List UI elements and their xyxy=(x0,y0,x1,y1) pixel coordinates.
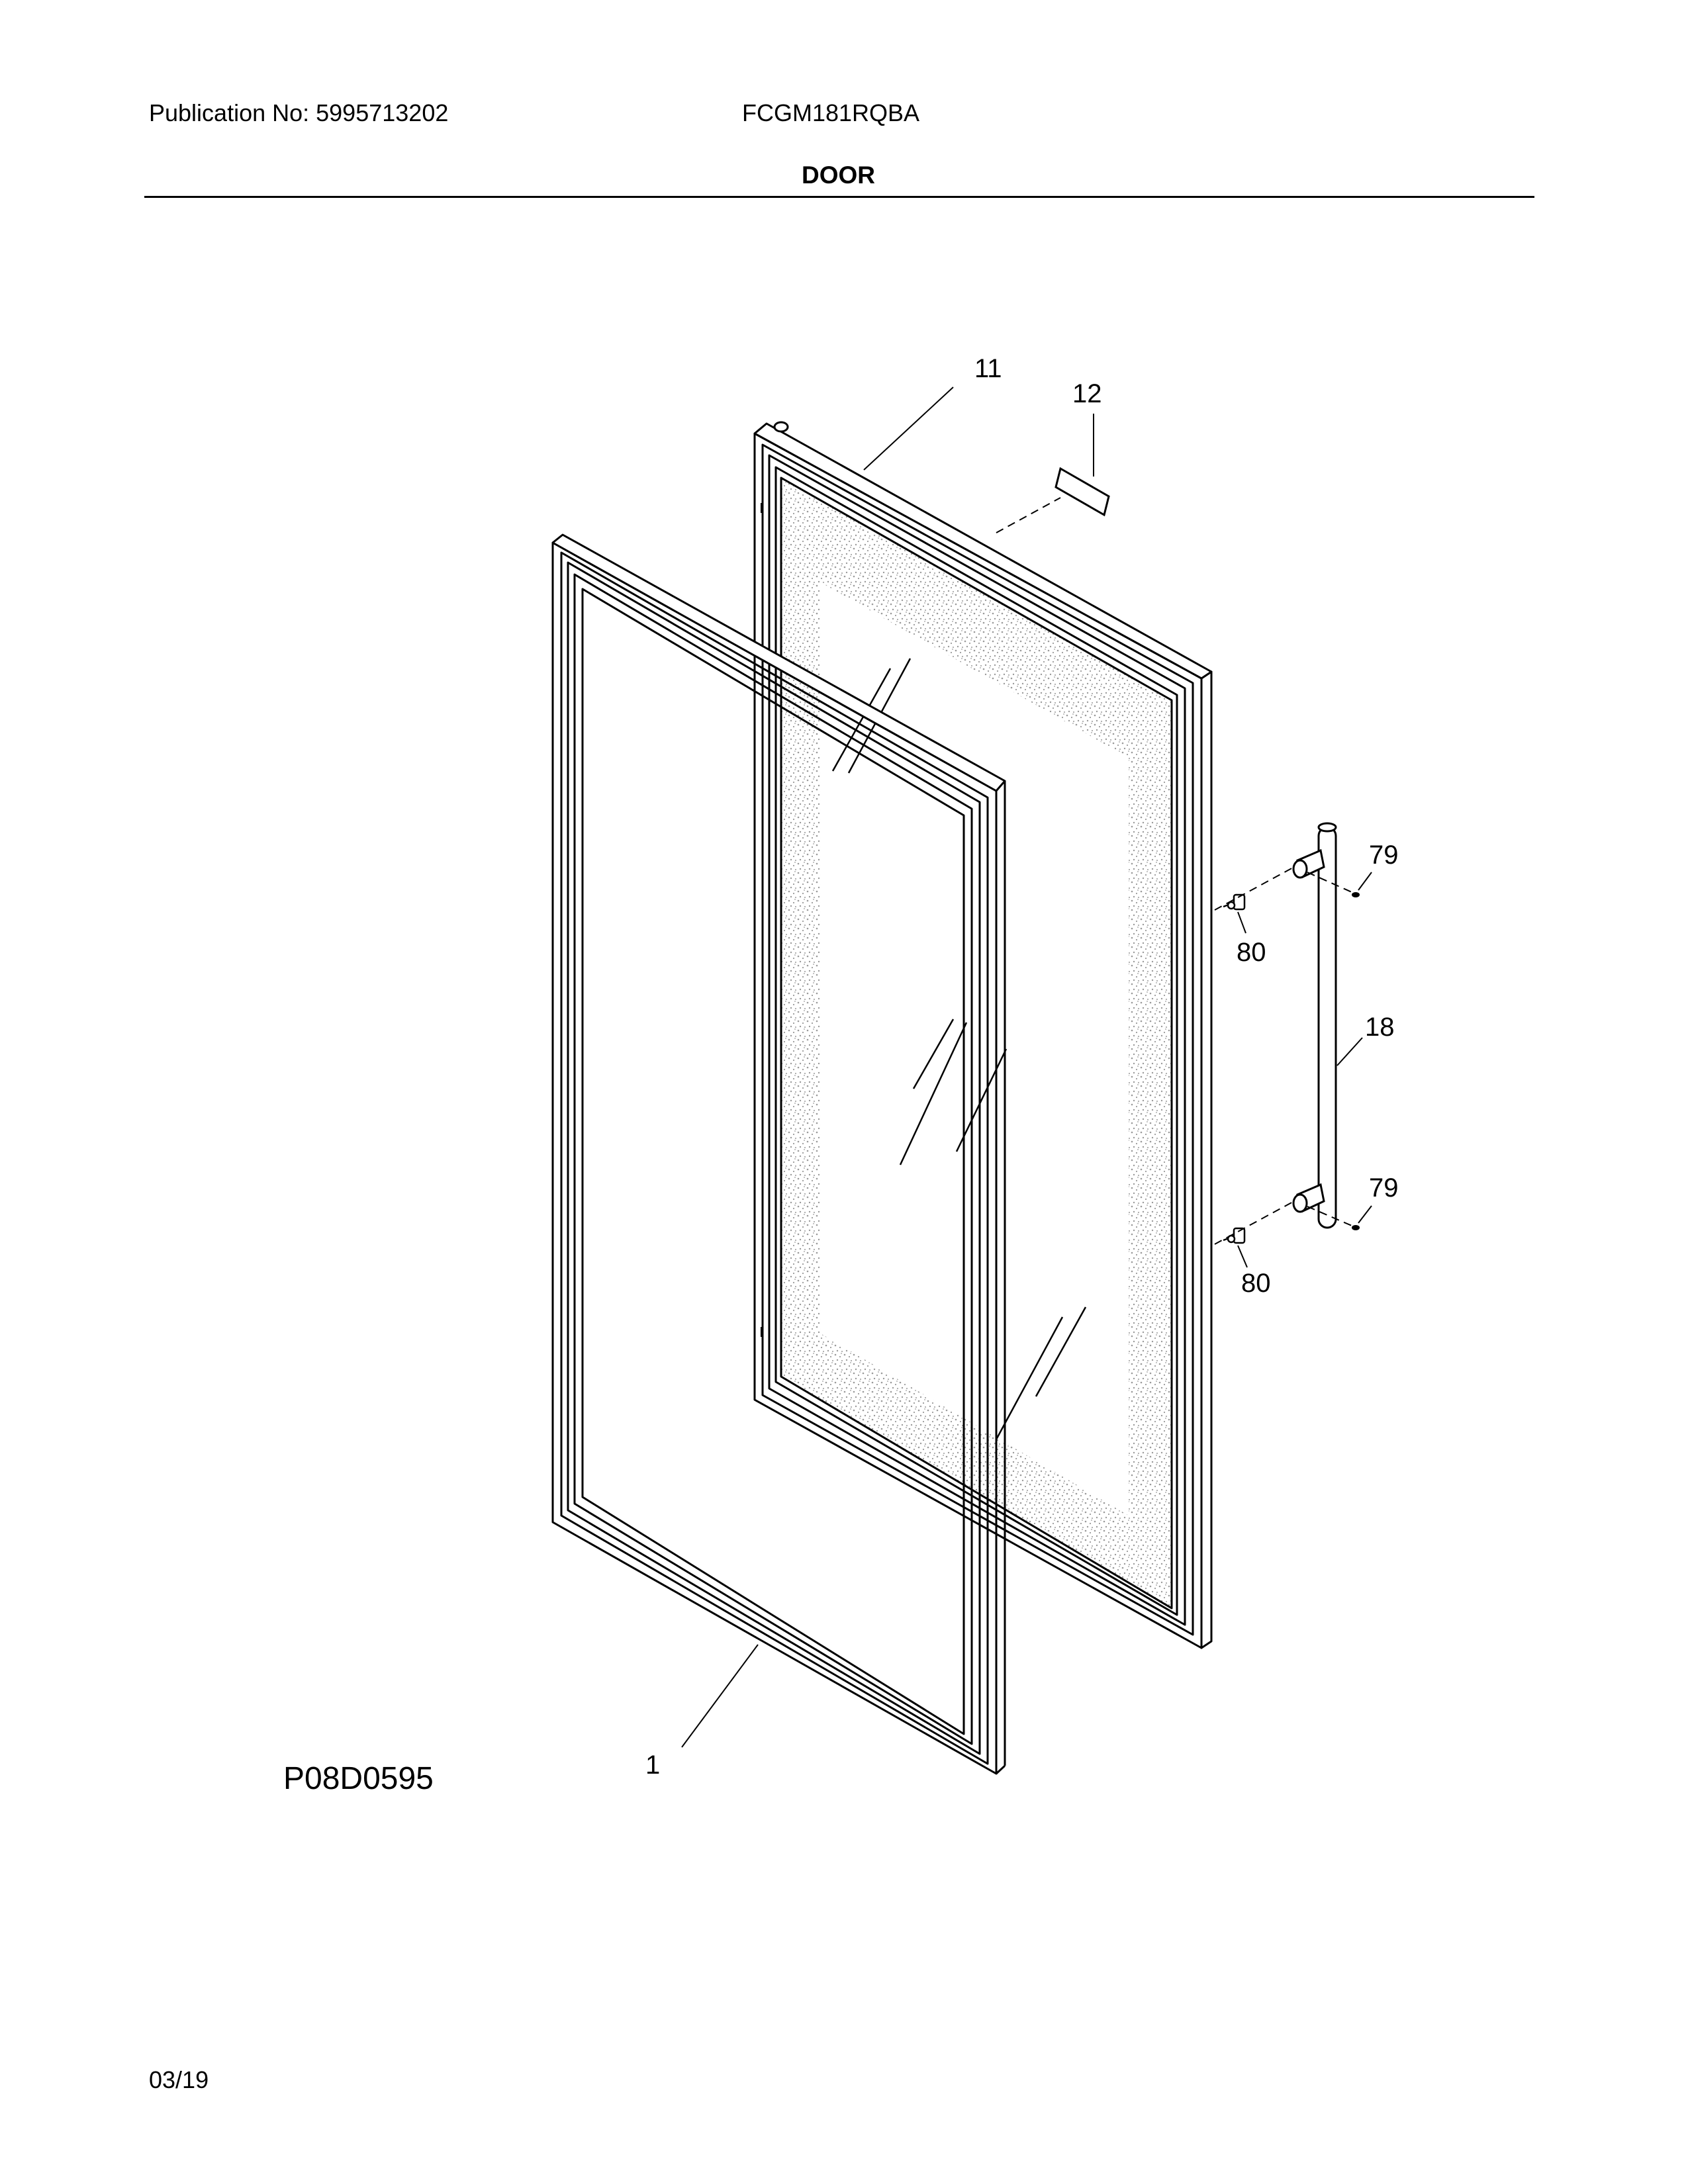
plug-upper xyxy=(1352,892,1360,897)
door-glass-clear-area xyxy=(821,582,1129,1516)
gasket-ring-2 xyxy=(567,561,981,1755)
callout-18: 18 xyxy=(1365,1013,1395,1042)
callout-leader-lines xyxy=(681,387,1372,1748)
section-title: DOOR xyxy=(802,161,875,189)
door-top-edge xyxy=(753,422,1213,680)
callout-1: 1 xyxy=(645,1751,660,1780)
callout-11: 11 xyxy=(974,354,1002,383)
callout-80-lower: 80 xyxy=(1241,1269,1271,1298)
callout-79-upper: 79 xyxy=(1369,841,1399,870)
assembly-guide-lines xyxy=(996,497,1352,1245)
header-divider xyxy=(144,196,1534,198)
screw-upper xyxy=(1223,893,1246,911)
diagram-code: P08D0595 xyxy=(283,1761,434,1796)
plug-lower xyxy=(1352,1225,1360,1230)
model-number: FCGM181RQBA xyxy=(742,99,920,126)
door-frame-ring-1 xyxy=(761,443,1194,1636)
door-right-edge xyxy=(1200,670,1213,1649)
label-part-12 xyxy=(1055,467,1110,517)
handle-assembly xyxy=(1292,822,1337,1229)
date-code: 03/19 xyxy=(149,2066,209,2093)
publication-number: Publication No: 5995713202 xyxy=(149,99,449,126)
gasket-ring-1 xyxy=(560,551,989,1765)
handle-bar xyxy=(1317,826,1337,1229)
door-assembly xyxy=(753,421,1213,1649)
gasket-ring-3 xyxy=(573,573,973,1745)
door-frame-ring-3 xyxy=(774,466,1178,1616)
door-frame-ring-2 xyxy=(768,454,1186,1626)
door-hinge-pin xyxy=(773,421,789,433)
gasket-assembly xyxy=(551,533,1006,1775)
callout-80-upper: 80 xyxy=(1237,938,1266,967)
gasket-ring-4 xyxy=(581,588,965,1735)
callout-12: 12 xyxy=(1072,379,1102,408)
callout-79-lower: 79 xyxy=(1369,1173,1399,1203)
